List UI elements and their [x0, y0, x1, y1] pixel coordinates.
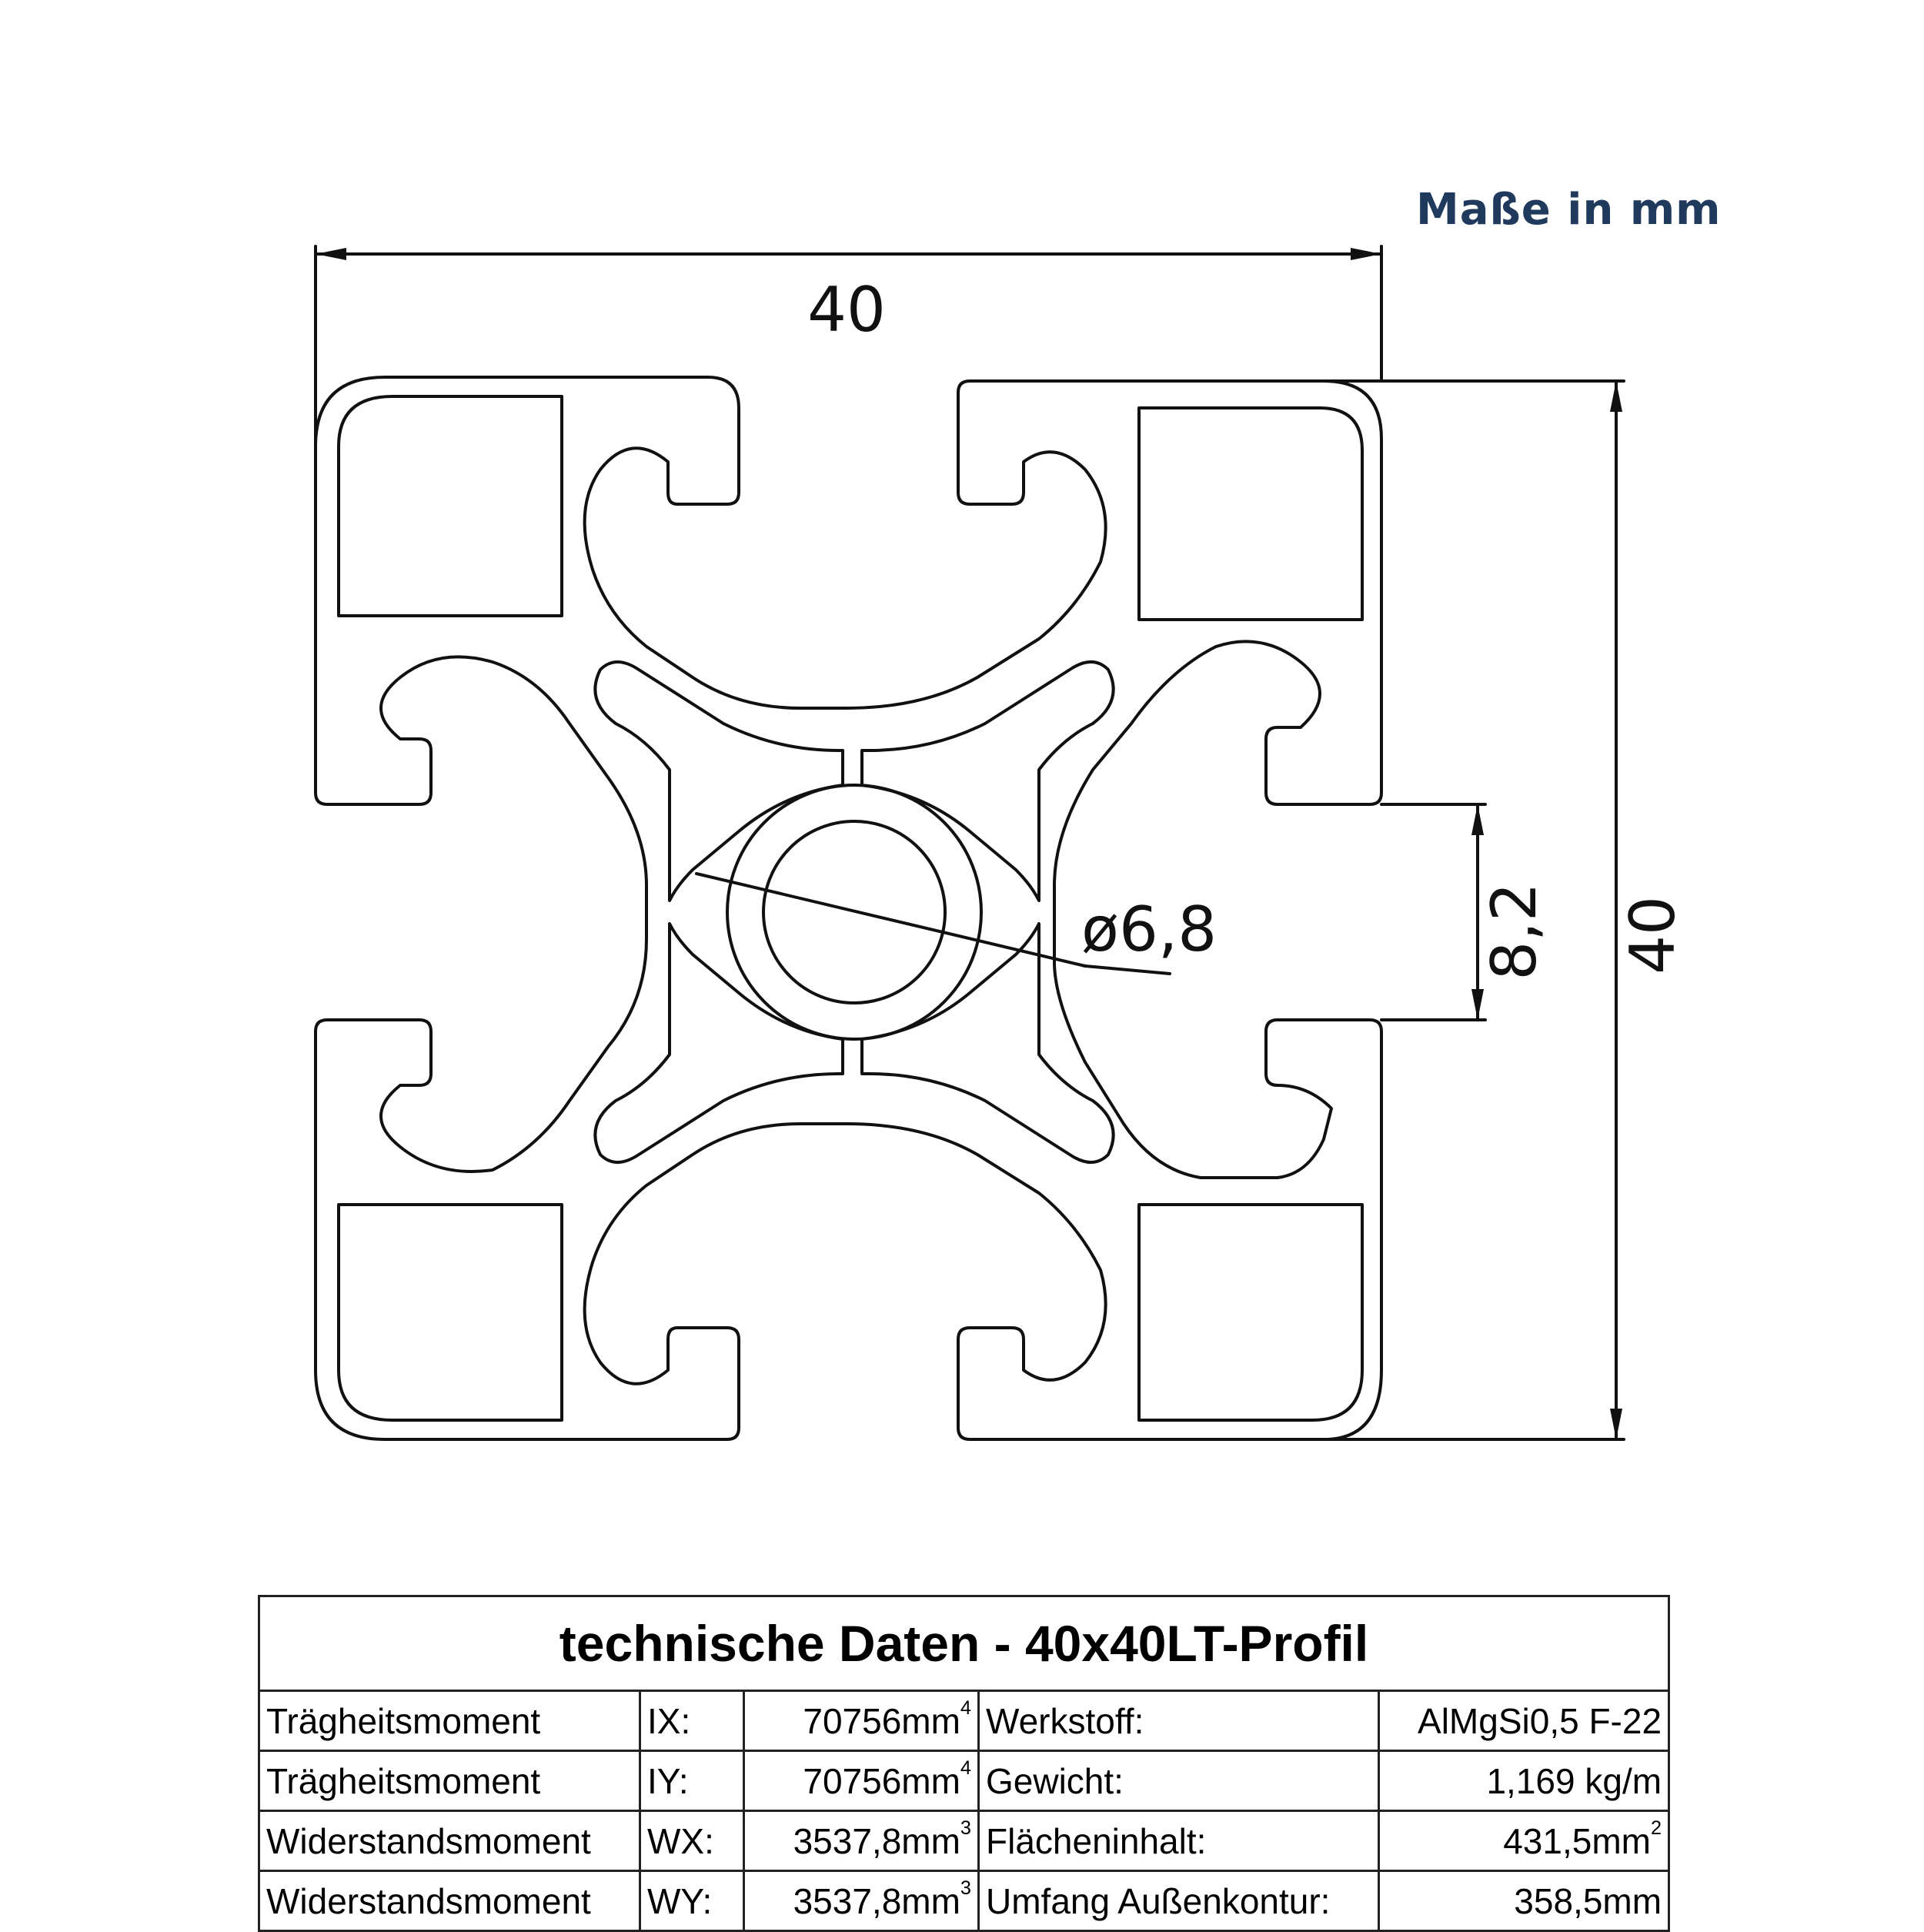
row-value: 70756mm4 [743, 1690, 980, 1752]
arrow-slot-top [1471, 804, 1484, 835]
cavity-top [593, 660, 844, 902]
spec-table: technische Daten - 40x40LT-Profil Träghe… [257, 1595, 1671, 1932]
row-property: Umfang Außenkontur: [977, 1870, 1380, 1932]
row-property-value: 1,169 kg/m [1377, 1750, 1671, 1812]
arrow-width-right [1351, 248, 1381, 260]
dim-label-width: 40 [807, 274, 886, 346]
cavity-top-right [860, 660, 1115, 902]
dim-label-slot: 8,2 [1478, 882, 1550, 980]
dim-label-height: 40 [1617, 896, 1689, 974]
chamber-bottom-left [337, 1203, 563, 1422]
row-value: 3537,8mm3 [743, 1870, 980, 1932]
profile-drawing: 40 40 8,2 ø6,8 [314, 245, 1689, 1441]
row-symbol: WX: [639, 1810, 745, 1872]
row-value: 70756mm4 [743, 1750, 980, 1812]
row-property: Werkstoff: [977, 1690, 1380, 1752]
dim-line-bore [695, 872, 1087, 968]
row-symbol: IX: [639, 1690, 745, 1752]
row-symbol: IY: [639, 1750, 745, 1812]
row-label: Trägheitsmoment [258, 1750, 641, 1812]
row-label: Widerstandsmoment [258, 1810, 641, 1872]
arrow-height-bottom [1610, 1409, 1622, 1439]
table-title-row: technische Daten - 40x40LT-Profil [257, 1595, 1671, 1692]
cavity-bottom-left [593, 922, 844, 1164]
table-row: Trägheitsmoment IX: 70756mm4 Werkstoff: … [258, 1690, 1671, 1752]
row-label: Widerstandsmoment [258, 1870, 641, 1932]
row-property: Gewicht: [977, 1750, 1380, 1812]
row-property: Flächeninhalt: [977, 1810, 1380, 1872]
center-tube [726, 784, 983, 1041]
units-note: Maße in mm [1416, 185, 1722, 235]
profile-outline [314, 376, 1383, 1441]
chamber-bottom-right [1137, 1203, 1364, 1422]
chamber-top-right [1137, 406, 1364, 621]
row-property-value: AlMgSi0,5 F-22 [1377, 1690, 1671, 1752]
arrow-height-top [1610, 381, 1622, 412]
cavity-bottom-right [860, 922, 1115, 1164]
dim-label-bore: ø6,8 [1081, 894, 1217, 965]
leader-bore [1084, 964, 1171, 975]
row-property-value: 358,5mm [1377, 1870, 1671, 1932]
row-symbol: WY: [639, 1870, 745, 1932]
arrow-slot-bottom [1471, 989, 1484, 1020]
center-bore [762, 820, 947, 1004]
table-title: technische Daten - 40x40LT-Profil [257, 1595, 1671, 1692]
table-row: Widerstandsmoment WX: 3537,8mm3 Flächeni… [258, 1810, 1671, 1872]
chamber-top-left [337, 395, 563, 617]
row-label: Trägheitsmoment [258, 1690, 641, 1752]
table-row: Trägheitsmoment IY: 70756mm4 Gewicht: 1,… [258, 1750, 1671, 1812]
arrow-width-left [316, 248, 346, 260]
table-row: Widerstandsmoment WY: 3537,8mm3 Umfang A… [258, 1870, 1671, 1932]
row-value: 3537,8mm3 [743, 1810, 980, 1872]
row-property-value: 431,5mm2 [1377, 1810, 1671, 1872]
